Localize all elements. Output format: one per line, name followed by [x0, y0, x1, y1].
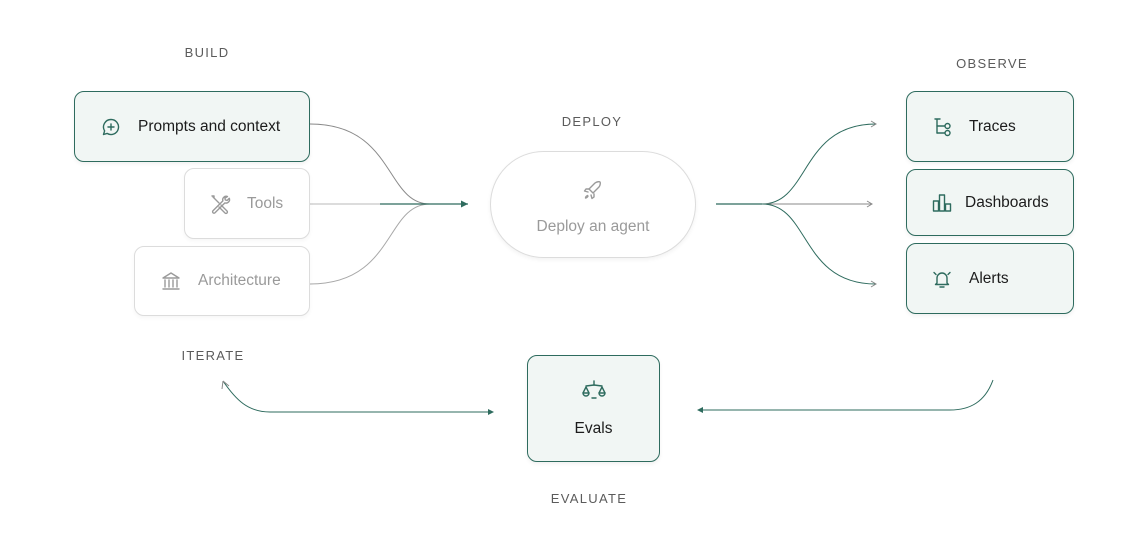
deploy-an-agent-node[interactable]: Deploy an agent — [490, 151, 696, 258]
scale-icon — [581, 379, 606, 406]
observe-card-alerts[interactable]: Alerts — [906, 243, 1074, 314]
observe-card-label: Traces — [969, 117, 1016, 135]
observe-card-label: Alerts — [969, 269, 1009, 287]
section-label-observe: OBSERVE — [956, 56, 1028, 71]
evals-arrowhead-right — [697, 407, 703, 413]
evals-label: Evals — [574, 420, 613, 437]
connector-architecture-to-deploy — [309, 203, 431, 285]
tools-icon — [209, 193, 231, 215]
build-card-label: Prompts and context — [138, 117, 281, 135]
build-card-label: Tools — [247, 194, 284, 212]
bar-chart-icon — [931, 192, 953, 214]
section-label-evaluate: EVALUATE — [550, 491, 628, 506]
build-card-label: Architecture — [198, 272, 281, 289]
section-label-build: BUILD — [184, 45, 230, 60]
iterate-arrowhead — [221, 380, 230, 390]
evals-arrowhead-left — [488, 409, 494, 415]
observe-card-label: Dashboards — [965, 193, 1049, 211]
build-card-tools[interactable]: Tools — [184, 168, 310, 239]
section-label-deploy: DEPLOY — [561, 114, 623, 129]
bank-icon — [160, 270, 182, 292]
git-branch-icon — [931, 116, 953, 138]
build-card-prompts-and-context[interactable]: Prompts and context — [74, 91, 310, 162]
build-card-architecture[interactable]: Architecture — [134, 246, 310, 316]
rocket-icon — [582, 179, 604, 206]
connector-prompts-to-deploy — [309, 123, 431, 205]
section-label-iterate: ITERATE — [181, 348, 245, 363]
observe-card-traces[interactable]: Traces — [906, 91, 1074, 162]
connector-observe-to-evals — [698, 379, 994, 411]
bell-icon — [931, 268, 953, 290]
connector-evals-to-iterate — [222, 380, 493, 413]
deploy-label: Deploy an agent — [536, 218, 650, 235]
chat-plus-icon — [100, 116, 122, 138]
connector-deploy-to-alerts — [761, 203, 877, 288]
observe-card-dashboards[interactable]: Dashboards — [906, 169, 1074, 236]
evals-node[interactable]: Evals — [527, 355, 660, 462]
connector-deploy-to-traces — [761, 120, 877, 205]
